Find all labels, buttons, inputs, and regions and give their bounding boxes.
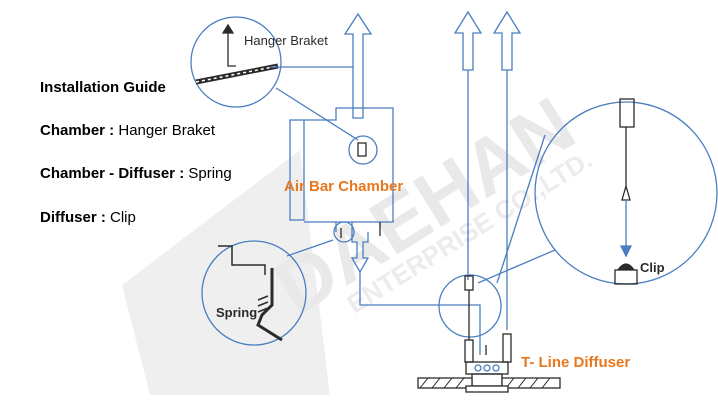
hanger-bracket-shape xyxy=(227,60,236,67)
spring-housing xyxy=(218,245,266,275)
t-line-diffuser xyxy=(417,361,561,393)
guide-row-chamber-diffuser: Chamber - Diffuser : Spring xyxy=(40,165,232,182)
spring-attach-circle xyxy=(333,221,355,243)
diffuser-up-arrow-left-icon xyxy=(453,10,483,71)
guide-row-value: Spring xyxy=(184,165,232,182)
guide-row-diffuser: Diffuser : Clip xyxy=(40,209,136,226)
watermark-text: DAEHAN xyxy=(260,80,590,331)
diffuser-zoom-circle xyxy=(438,274,502,338)
chamber-body xyxy=(304,107,394,223)
hanger-bracket-detail xyxy=(190,16,360,141)
clip-detail xyxy=(477,98,718,285)
hanger-zoom-circle xyxy=(190,16,282,108)
left-clip-sleeve xyxy=(464,275,474,291)
guide-row-label: Diffuser : xyxy=(40,209,106,226)
diffuser-frame xyxy=(465,361,509,375)
hanger-attach-circle xyxy=(348,135,378,165)
air-path-line xyxy=(359,272,481,355)
guide-row-value: Hanger Braket xyxy=(114,122,216,139)
clip-rod xyxy=(621,127,631,201)
arrow-up-icon xyxy=(221,23,235,34)
diffuser-throat xyxy=(471,373,503,387)
clip-leader-line-bottom xyxy=(477,249,556,284)
diffuser-slot-3 xyxy=(492,364,500,372)
chamber-up-arrow-icon xyxy=(343,12,373,119)
diffuser-face xyxy=(465,385,509,393)
diffuser-slot-2 xyxy=(483,364,491,372)
spring-wire xyxy=(256,268,283,342)
ceiling-plate-holes xyxy=(195,65,279,83)
air-bar-chamber xyxy=(289,107,481,355)
hanger-attach-plate xyxy=(357,142,367,157)
guide-row-label: Chamber : xyxy=(40,122,115,139)
hanger-arrows xyxy=(343,10,522,119)
diffuser-hangers xyxy=(438,70,512,363)
t-line-diffuser-label: T- Line Diffuser xyxy=(521,354,630,371)
spring-zoom-circle xyxy=(201,240,307,346)
ceiling-hatch xyxy=(419,377,551,389)
spring-coil xyxy=(257,295,269,313)
arrow-down-icon xyxy=(619,245,633,258)
watermark-shape xyxy=(122,150,330,395)
diffuser-up-arrow-right-icon xyxy=(492,10,522,71)
spring-label: Spring xyxy=(216,305,257,320)
diffuser-slot-1 xyxy=(474,364,482,372)
ceiling-left xyxy=(417,377,473,389)
guide-title: Installation Guide xyxy=(40,79,166,96)
clip-base xyxy=(614,269,638,285)
clip-leader-line-top xyxy=(496,134,546,284)
ceiling-right xyxy=(501,377,561,389)
spring-detail xyxy=(201,239,334,346)
spring-leader-line xyxy=(286,239,334,257)
guide-row-chamber: Chamber : Hanger Braket xyxy=(40,122,215,139)
clip-label: Clip xyxy=(640,260,665,275)
clip-head-icon xyxy=(617,263,635,271)
hanger-bracket-label: Hanger Braket xyxy=(244,33,328,48)
left-rod-end xyxy=(464,339,474,363)
chamber-side-flange xyxy=(289,119,305,221)
air-bar-chamber-label: Air Bar Chamber xyxy=(284,178,403,195)
guide-row-label: Chamber - Diffuser : xyxy=(40,165,185,182)
clip-rod-sleeve xyxy=(619,98,635,128)
guide-row-value: Clip xyxy=(105,209,136,226)
right-rod-end xyxy=(502,333,512,363)
hanger-leader-line xyxy=(275,87,359,141)
